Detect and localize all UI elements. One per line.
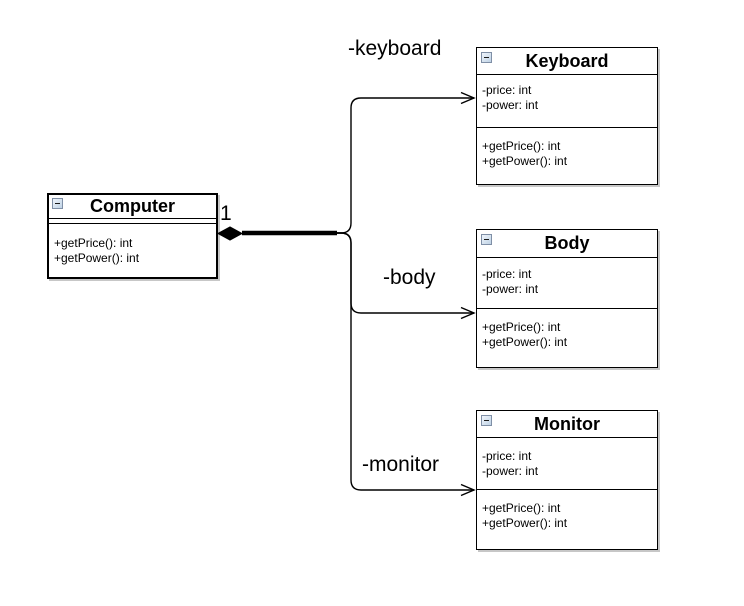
attribute-line: -price: int <box>482 267 532 281</box>
class-header-monitor: Monitor <box>477 411 657 438</box>
collapse-minus-icon[interactable] <box>481 234 492 245</box>
class-box-computer[interactable]: Computer +getPrice(): int +getPower(): i… <box>47 193 218 279</box>
collapse-minus-icon[interactable] <box>481 415 492 426</box>
minus-glyph <box>484 239 489 240</box>
attribute-line: -power: int <box>482 98 539 112</box>
attribute-line: -power: int <box>482 282 539 296</box>
methods-compartment: +getPrice(): int +getPower(): int <box>477 128 657 184</box>
attributes-compartment: -price: int -power: int <box>477 258 657 309</box>
open-arrowhead-icon-keyboard <box>460 91 476 105</box>
method-line: +getPrice(): int <box>482 501 561 515</box>
open-arrowhead-icon-body <box>460 306 476 320</box>
method-line: +getPower(): int <box>482 335 568 349</box>
method-line: +getPrice(): int <box>482 320 561 334</box>
attributes-compartment: -price: int -power: int <box>477 438 657 490</box>
minus-glyph <box>484 57 489 58</box>
methods-compartment: +getPrice(): int +getPower(): int <box>477 309 657 367</box>
class-box-body[interactable]: Body -price: int -power: int +getPrice()… <box>476 229 658 368</box>
attributes-compartment: -price: int -power: int <box>477 75 657 128</box>
class-title-monitor: Monitor <box>534 414 600 434</box>
class-title-body: Body <box>544 233 590 253</box>
attribute-line: -price: int <box>482 83 532 97</box>
minus-glyph <box>55 203 60 204</box>
method-line: +getPrice(): int <box>54 236 133 250</box>
methods-compartment: +getPrice(): int +getPower(): int <box>477 490 657 549</box>
method-line: +getPower(): int <box>54 251 140 265</box>
attributes-compartment-empty <box>49 219 216 224</box>
collapse-minus-icon[interactable] <box>481 52 492 63</box>
edge-computer-keyboard[interactable] <box>242 97 474 234</box>
class-title-computer: Computer <box>90 196 175 216</box>
class-header-keyboard: Keyboard <box>477 48 657 75</box>
edge-label-keyboard[interactable]: -keyboard <box>348 37 442 60</box>
class-header-computer: Computer <box>49 195 216 219</box>
method-line: +getPrice(): int <box>482 139 561 153</box>
collapse-minus-icon[interactable] <box>52 198 63 209</box>
class-box-monitor[interactable]: Monitor -price: int -power: int +getPric… <box>476 410 658 550</box>
edge-label-body[interactable]: -body <box>383 266 436 289</box>
edge-label-monitor[interactable]: -monitor <box>362 453 440 476</box>
edge-computer-monitor[interactable] <box>242 232 474 491</box>
class-box-keyboard[interactable]: Keyboard -price: int -power: int +getPri… <box>476 47 658 185</box>
method-line: +getPower(): int <box>482 154 568 168</box>
class-title-keyboard: Keyboard <box>525 51 609 71</box>
edge-computer-body[interactable] <box>242 232 474 314</box>
method-line: +getPower(): int <box>482 516 568 530</box>
multiplicity-label[interactable]: 1 <box>220 202 232 225</box>
attribute-line: -price: int <box>482 449 532 463</box>
composition-diamond-icon <box>216 226 244 241</box>
class-header-body: Body <box>477 230 657 258</box>
attribute-line: -power: int <box>482 464 539 478</box>
minus-glyph <box>484 420 489 421</box>
methods-compartment: +getPrice(): int +getPower(): int <box>49 224 216 277</box>
open-arrowhead-icon-monitor <box>460 483 476 497</box>
